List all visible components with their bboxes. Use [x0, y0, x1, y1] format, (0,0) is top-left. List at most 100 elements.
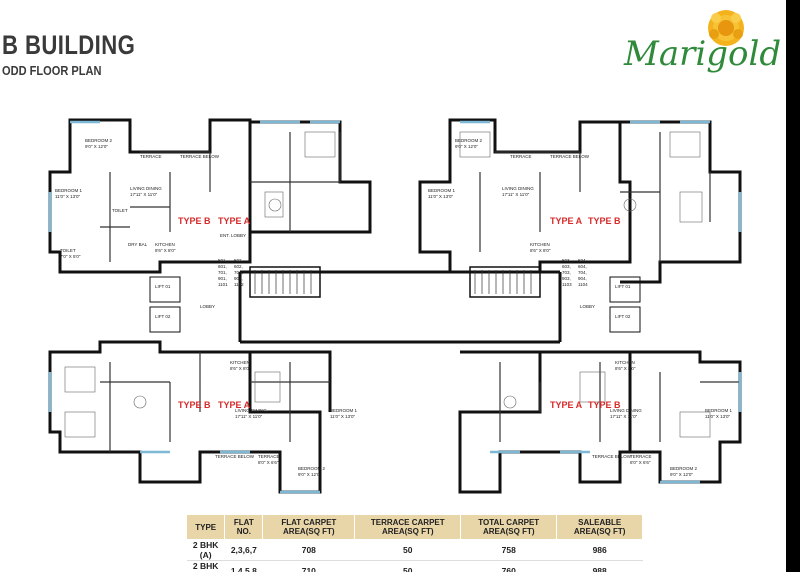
room-dimension: 11'0" X 13'0"	[428, 194, 453, 199]
room-dimension: 8'0" X 6'6"	[630, 460, 651, 465]
type-label-b: TYPE B	[588, 400, 621, 410]
svg-text:602,: 602,	[234, 264, 243, 269]
marigold-flower-icon	[708, 10, 744, 46]
header-terrace-carpet-area: TERRACE CARPET AREA(SQ FT)	[354, 514, 462, 540]
room-label-lift-02: LIFT 02	[155, 314, 171, 319]
svg-text:701,: 701,	[218, 270, 227, 275]
table-row: 2 BHK (A) 2,3,6,7 708 50 758 986	[186, 539, 643, 561]
room-label-terrace-below: TERRACE BELOW	[180, 154, 220, 159]
room-label-terrace-below: TERRACE BELOW	[550, 154, 590, 159]
room-label-bedroom-1: BEDROOM 1	[55, 188, 83, 193]
room-dimension: 8'6" X 8'0"	[155, 248, 176, 253]
svg-text:904,: 904,	[578, 276, 587, 281]
page-title: B BUILDING	[2, 30, 136, 60]
room-label-bedroom-2: BEDROOM 2	[298, 466, 326, 471]
type-label-b: TYPE B	[588, 216, 621, 226]
header-type: TYPE	[185, 514, 226, 540]
flat-numbers-typeb-top: 501, 601, 701, 901, 1101	[218, 258, 228, 287]
room-label-terrace-below: TERRACE BELOW	[215, 454, 255, 459]
svg-text:502,: 502,	[234, 258, 243, 263]
room-label-terrace: TERRACE	[258, 454, 280, 459]
brand-name: Marigold	[624, 34, 782, 74]
type-label-b: TYPE B	[178, 400, 211, 410]
room-dimension: 17'11" X 11'0"	[130, 192, 158, 197]
room-dimension: 9'0" X 12'0"	[455, 144, 478, 149]
room-label-lift-02: LIFT 02	[615, 314, 631, 319]
room-dimension: 17'11" X 11'0"	[610, 414, 638, 419]
header-flat-no: FLAT NO.	[224, 514, 264, 540]
brand-logo: Marigold	[616, 4, 786, 90]
room-label-terrace: TERRACE	[510, 154, 532, 159]
room-label-living-dining: LIVING DINING	[235, 408, 267, 413]
svg-text:901,: 901,	[218, 276, 227, 281]
room-dimension: 8'6" X 8'0"	[615, 366, 636, 371]
room-label-lift-01: LIFT 01	[155, 284, 171, 289]
flat-numbers-typea-top: 502, 602, 702, 902, 1102	[234, 258, 244, 287]
svg-text:902,: 902,	[234, 276, 243, 281]
room-dimension: 8'0" X 6'6"	[258, 460, 279, 465]
header-flat-carpet-area: FLAT CARPET AREA(SQ FT)	[262, 514, 356, 540]
room-label-terrace: TERRACE	[630, 454, 652, 459]
type-label-b: TYPE B	[178, 216, 211, 226]
svg-text:603,: 603,	[562, 264, 571, 269]
svg-text:604,: 604,	[578, 264, 587, 269]
svg-text:1101: 1101	[218, 282, 228, 287]
room-label-terrace: TERRACE	[140, 154, 162, 159]
staircase	[149, 266, 641, 333]
furniture	[64, 131, 711, 438]
svg-text:501,: 501,	[218, 258, 227, 263]
room-label-bedroom-2: BEDROOM 2	[85, 138, 113, 143]
room-dimension: 9'0" X 12'0"	[298, 472, 321, 477]
svg-text:903,: 903,	[562, 276, 571, 281]
room-label-toilet: TOILET	[60, 248, 76, 253]
room-label-bedroom-1: BEDROOM 1	[330, 408, 358, 413]
room-dimension: 17'11" X 11'0"	[502, 192, 530, 197]
room-label-bedroom-2: BEDROOM 2	[455, 138, 483, 143]
svg-text:1104: 1104	[578, 282, 588, 287]
room-dimension: 7'0" X 5'0"	[60, 254, 81, 259]
svg-text:704,: 704,	[578, 270, 587, 275]
room-label-lobby: LOBBY	[580, 304, 595, 309]
room-label-terrace-below: TERRACE BELOW	[592, 454, 632, 459]
room-label-kitchen: KITCHEN	[230, 360, 250, 365]
room-label-bedroom-1: BEDROOM 1	[428, 188, 456, 193]
svg-text:703,: 703,	[562, 270, 571, 275]
room-label-bedroom-2: BEDROOM 2	[670, 466, 698, 471]
page-subtitle: ODD FLOOR PLAN	[2, 63, 102, 78]
room-label-living-dining: LIVING DINING	[502, 186, 534, 191]
type-label-a: TYPE A	[550, 400, 583, 410]
room-dimension: 11'0" X 13'0"	[55, 194, 80, 199]
room-label-dry-bal: DRY BAL	[128, 242, 148, 247]
flat-numbers-typea-top-right: 503, 603, 703, 903, 1103	[562, 258, 572, 287]
svg-text:601,: 601,	[218, 264, 227, 269]
room-label-kitchen: KITCHEN	[615, 360, 635, 365]
area-statement-table: TYPE FLAT NO. FLAT CARPET AREA(SQ FT) TE…	[185, 514, 643, 572]
room-dimension: 8'6" X 8'0"	[530, 248, 551, 253]
room-label-living-dining: LIVING DINING	[130, 186, 162, 191]
table-row: 2 BHK (B) 1,4,5,8 710 50 760 988	[186, 560, 643, 572]
room-dimension: 9'0" X 12'0"	[670, 472, 693, 477]
svg-text:504,: 504,	[578, 258, 587, 263]
room-label-lobby: LOBBY	[200, 304, 215, 309]
windows	[48, 120, 742, 494]
room-dimension: 8'6" X 8'0"	[230, 366, 251, 371]
type-label-a: TYPE A	[218, 400, 251, 410]
inner-walls	[100, 132, 740, 452]
wall-outline	[48, 118, 742, 494]
svg-text:702,: 702,	[234, 270, 243, 275]
type-label-a: TYPE A	[218, 216, 251, 226]
room-label-toilet: TOILET	[112, 208, 128, 213]
room-label-bedroom-1: BEDROOM 1	[705, 408, 733, 413]
flat-numbers-typeb-top-right: 504, 604, 704, 904, 1104	[578, 258, 588, 287]
room-dimension: 11'0" X 13'0"	[705, 414, 730, 419]
table-header-row: TYPE FLAT NO. FLAT CARPET AREA(SQ FT) TE…	[185, 514, 643, 540]
header-saleable-area: SALEABLE AREA(SQ FT)	[556, 514, 643, 540]
svg-text:1102: 1102	[234, 282, 244, 287]
header-total-carpet-area: TOTAL CARPET AREA(SQ FT)	[460, 514, 558, 540]
room-label-ent-lobby: ENT. LOBBY	[220, 233, 246, 238]
room-label-living-dining: LIVING DINING	[610, 408, 642, 413]
room-label-kitchen: KITCHEN	[530, 242, 550, 247]
svg-text:503,: 503,	[562, 258, 571, 263]
svg-text:1103: 1103	[562, 282, 572, 287]
